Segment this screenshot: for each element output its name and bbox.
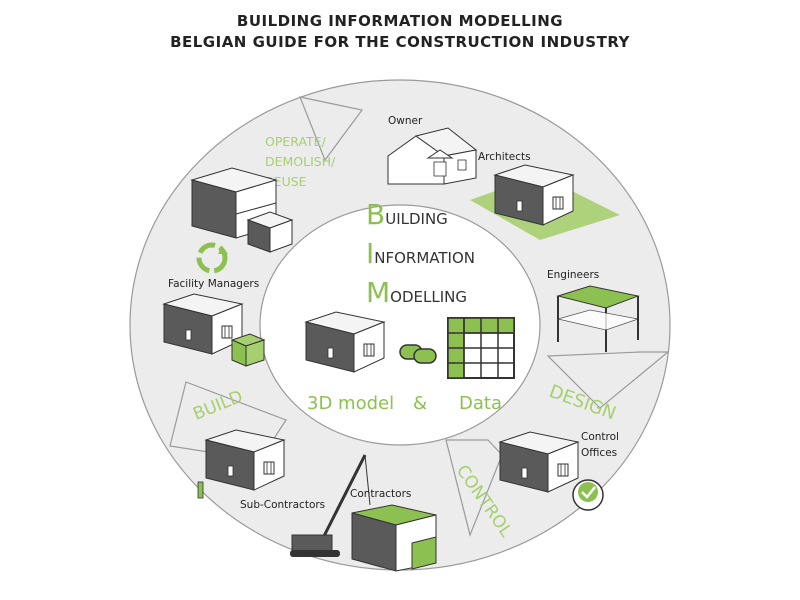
control-offices-label-line2: Offices bbox=[581, 447, 617, 459]
crane-icon bbox=[290, 454, 371, 557]
engineers-label: Engineers bbox=[547, 269, 599, 281]
data-label: Data bbox=[459, 393, 502, 414]
diagram-title: BUILDING INFORMATION MODELLING bbox=[236, 12, 564, 30]
data-grid-icon bbox=[447, 317, 515, 379]
arrow-head-top bbox=[299, 96, 364, 162]
sub-contractors-door-icon bbox=[197, 481, 204, 499]
sub-contractors-building bbox=[205, 429, 285, 491]
model-label: 3D model bbox=[307, 393, 394, 414]
architects-building bbox=[494, 164, 574, 226]
diagram-subtitle: BELGIAN GUIDE FOR THE CONSTRUCTION INDUS… bbox=[170, 33, 630, 51]
bim-b-rest: UILDING bbox=[385, 210, 448, 228]
approved-stamp-icon bbox=[572, 479, 604, 511]
owner-label: Owner bbox=[388, 115, 423, 127]
chain-link-icon bbox=[399, 344, 437, 364]
svg-text:MODELLING: MODELLING bbox=[366, 276, 467, 309]
arrow-head-control bbox=[445, 439, 503, 537]
control-offices-label-line1: Control bbox=[581, 431, 619, 443]
bim-m-letter: M bbox=[366, 276, 390, 309]
contractors-building bbox=[351, 504, 437, 572]
bim-i-rest: NFORMATION bbox=[374, 249, 475, 267]
facility-managers-building bbox=[163, 293, 243, 355]
ampersand: & bbox=[413, 393, 427, 414]
facility-managers-label: Facility Managers bbox=[168, 278, 259, 290]
arrow-head-design bbox=[546, 351, 670, 409]
facility-managers-green-cube bbox=[230, 333, 266, 367]
phase-operate-line1: OPERATE/ bbox=[265, 134, 327, 149]
bim-i-letter: I bbox=[366, 237, 374, 270]
recycle-icon bbox=[196, 242, 228, 274]
svg-text:INFORMATION: INFORMATION bbox=[366, 237, 475, 270]
svg-text:BUILDING: BUILDING bbox=[366, 198, 448, 231]
bim-b-letter: B bbox=[366, 198, 385, 231]
bim-m-rest: ODELLING bbox=[390, 288, 467, 306]
contractors-label: Contractors bbox=[350, 488, 411, 500]
operate-annex-building bbox=[246, 211, 294, 253]
sub-contractors-label: Sub-Contractors bbox=[240, 499, 325, 511]
architects-label: Architects bbox=[478, 151, 531, 163]
bim-heading: BUILDING INFORMATION MODELLING bbox=[366, 198, 475, 309]
center-3d-model-building bbox=[305, 311, 385, 373]
phase-operate-line2: DEMOLISH/ bbox=[265, 154, 336, 169]
owner-house-icon bbox=[387, 127, 478, 185]
control-offices-building bbox=[499, 431, 579, 493]
